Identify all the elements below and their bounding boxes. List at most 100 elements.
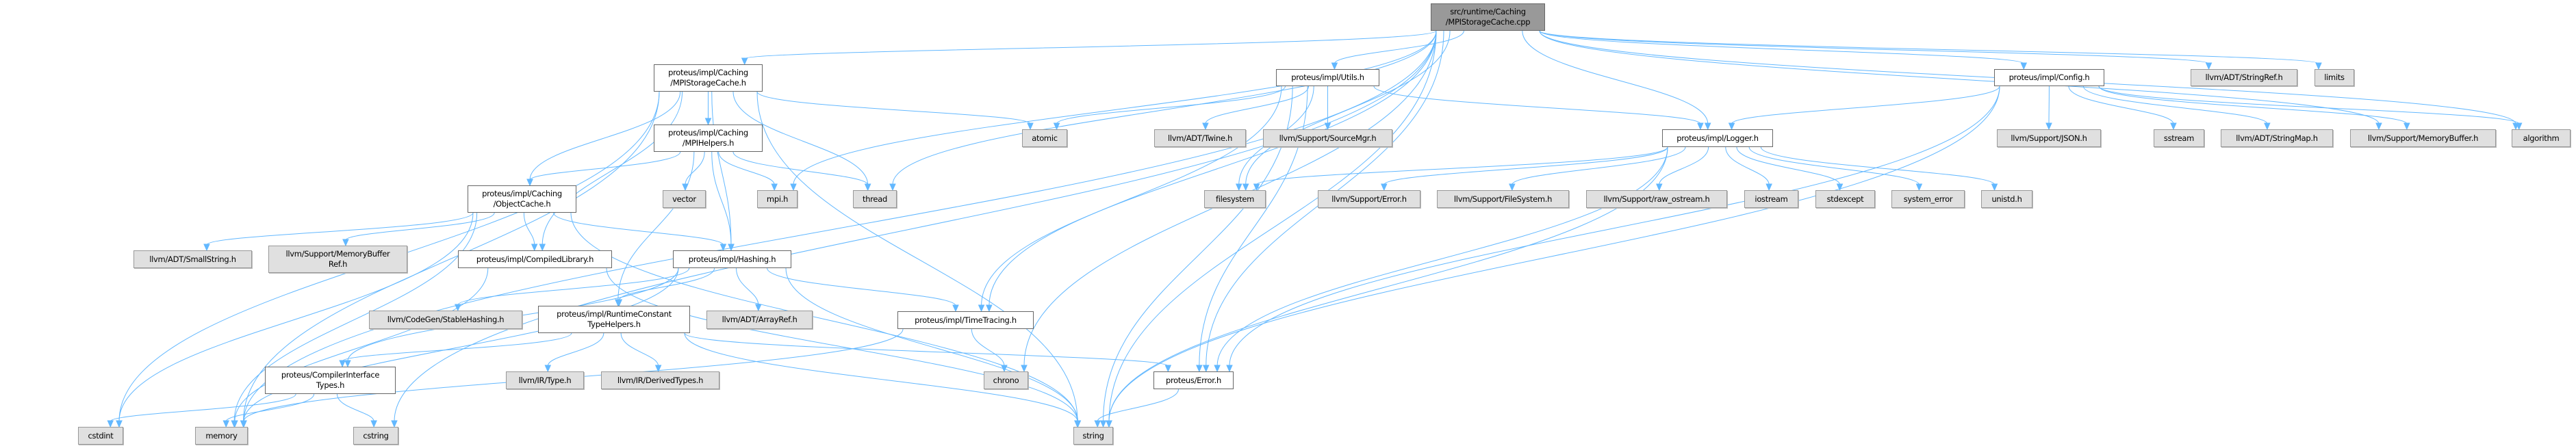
node-objectcache[interactable]: proteus/impl/Caching /ObjectCache.h [468, 185, 576, 213]
node-memory[interactable]: memory [195, 427, 248, 445]
node-rawostream[interactable]: llvm/Support/raw_ostream.h [1586, 190, 1727, 208]
arrowhead-logger-to-proteuserror [1214, 365, 1221, 373]
node-mpi[interactable]: mpi.h [757, 190, 798, 208]
edge-mpihelpers-to-thread [732, 151, 869, 185]
arrowhead-timetracing-to-memory [240, 420, 247, 428]
node-stringmap[interactable]: llvm/ADT/StringMap.h [2221, 129, 2333, 147]
arrowhead-utils-to-atomic [1053, 122, 1060, 131]
edge-rctypehelpers-to-compilertypes [342, 332, 572, 362]
edge-utils-to-proteuserror [1199, 86, 1308, 367]
arrowhead-utils-to-twine [1202, 122, 1209, 131]
node-sourcemgr[interactable]: llvm/Support/SourceMgr.h [1263, 129, 1392, 147]
arrowhead-compilertypes-to-cstdint [107, 420, 114, 428]
edge-objectcache-to-cstdint [118, 212, 474, 422]
node-compiledlib[interactable]: proteus/impl/CompiledLibrary.h [458, 250, 612, 268]
node-proteuserror[interactable]: proteus/Error.h [1153, 371, 1234, 389]
node-cstdint[interactable]: cstdint [78, 427, 123, 445]
node-hashing[interactable]: proteus/impl/Hashing.h [673, 250, 791, 268]
arrowhead-mpihelpers-to-hashing [728, 244, 735, 252]
node-sstream[interactable]: sstream [2154, 129, 2204, 147]
node-timetracing[interactable]: proteus/impl/TimeTracing.h [897, 311, 1034, 329]
node-atomic[interactable]: atomic [1022, 129, 1067, 147]
node-compilertypes[interactable]: proteus/CompilerInterface Types.h [265, 367, 396, 394]
node-stablehashing[interactable]: llvm/CodeGen/StableHashing.h [369, 311, 522, 329]
edge-config-to-stringmap [2082, 86, 2268, 124]
arrowhead-config-to-memorybuffer [2403, 122, 2410, 131]
edge-config-to-algorithm [2098, 86, 2520, 124]
node-utils[interactable]: proteus/impl/Utils.h [1276, 69, 1379, 86]
edge-cpp-to-logger [1522, 30, 1709, 124]
arrowhead-rctypehelpers-to-string [1074, 420, 1081, 428]
node-cpp[interactable]: src/runtime/Caching /MPIStorageCache.cpp [1431, 3, 1545, 31]
node-stdexcept[interactable]: stdexcept [1815, 190, 1875, 208]
node-unistd[interactable]: unistd.h [1981, 190, 2032, 208]
node-systemerror[interactable]: system_error [1891, 190, 1965, 208]
arrowhead-cpp-to-mpisc [741, 57, 748, 66]
edge-utils-to-logger [1373, 86, 1701, 124]
arrowhead-rctypehelpers-to-proteuserror [1164, 365, 1172, 373]
edge-mpisc-to-atomic [756, 91, 1031, 124]
arrowhead-hashing-to-rctypehelpers [615, 299, 623, 307]
edge-hashing-to-string [785, 267, 1079, 422]
node-twine[interactable]: llvm/ADT/Twine.h [1154, 129, 1246, 147]
node-algorithm[interactable]: algorithm [2512, 129, 2571, 147]
arrowhead-objectcache-to-hashing [719, 244, 727, 252]
node-cstring[interactable]: cstring [353, 427, 398, 445]
edge-cpp-to-memory [243, 30, 1437, 422]
arrowhead-cpp-to-chrono [1021, 365, 1028, 373]
edge-cpp-to-config [1539, 30, 2024, 64]
arrowhead-utils-to-sourcemgr [1324, 122, 1331, 131]
arrowhead-config-to-logger [1728, 122, 1735, 131]
edge-logger-to-unistd [1760, 146, 1995, 185]
edge-timetracing-to-chrono [971, 328, 1005, 367]
node-filesystem[interactable]: filesystem [1204, 190, 1266, 208]
node-json[interactable]: llvm/Support/JSON.h [1997, 129, 2101, 147]
node-config[interactable]: proteus/impl/Config.h [1994, 69, 2104, 86]
node-mpihelpers[interactable]: proteus/impl/Caching /MPIHelpers.h [654, 124, 763, 152]
node-vector[interactable]: vector [663, 190, 706, 208]
node-arrayref[interactable]: llvm/ADT/ArrayRef.h [706, 311, 813, 329]
edge-logger-to-filesystem [1256, 146, 1668, 185]
arrowhead-config-to-string [1106, 420, 1112, 428]
edge-compiledlib-to-memory [234, 267, 489, 422]
edge-rctypehelpers-to-proteuserror [684, 332, 1169, 367]
arrowhead-logger-to-llvmfs [1509, 183, 1516, 192]
node-rctypehelpers[interactable]: proteus/impl/RuntimeConstant TypeHelpers… [538, 306, 690, 333]
node-memorybuffer[interactable]: llvm/Support/MemoryBuffer.h [2350, 129, 2496, 147]
node-llvmfs[interactable]: llvm/Support/FileSystem.h [1437, 190, 1569, 208]
arrowhead-cpp-to-limits [2315, 62, 2322, 70]
node-logger[interactable]: proteus/impl/Logger.h [1662, 129, 1773, 147]
node-thread[interactable]: thread [853, 190, 897, 208]
arrowhead-cpp-to-timetracing [986, 304, 993, 313]
node-derivedtypes[interactable]: llvm/IR/DerivedTypes.h [601, 371, 719, 389]
edge-config-to-string [1108, 86, 2000, 422]
arrowhead-utils-to-proteuserror [1196, 365, 1203, 373]
edge-mpihelpers-to-rctypehelpers [617, 151, 695, 301]
arrowhead-cpp-to-filesystem [1242, 183, 1249, 192]
node-iostream[interactable]: iostream [1744, 190, 1798, 208]
edge-mpihelpers-to-mpi [718, 151, 775, 185]
node-stringref[interactable]: llvm/ADT/StringRef.h [2191, 69, 2297, 86]
edge-cpp-to-limits [1539, 30, 2319, 64]
edge-cpp-to-string [1108, 30, 1437, 422]
node-mpisc[interactable]: proteus/impl/Caching /MPIStorageCache.h [654, 64, 763, 92]
node-llvmerror[interactable]: llvm/Support/Error.h [1318, 190, 1420, 208]
node-smallstring[interactable]: llvm/ADT/SmallString.h [133, 250, 252, 268]
edge-config-to-logger [1731, 86, 2000, 124]
edge-rctypehelpers-to-string [684, 332, 1078, 422]
arrowhead-logger-to-iostream [1765, 183, 1772, 192]
node-memorybufferref[interactable]: llvm/Support/MemoryBuffer Ref.h [268, 246, 407, 273]
node-irtype[interactable]: llvm/IR/Type.h [506, 371, 584, 389]
arrowhead-logger-to-unistd [1991, 183, 1998, 192]
edge-utils-to-timetracing [981, 86, 1282, 306]
edge-objectcache-to-compiledlib [523, 212, 535, 246]
edge-logger-to-llvmerror [1383, 146, 1668, 185]
arrowhead-hashing-to-stablehashing [455, 304, 461, 312]
arrowhead-mpisc-to-atomic [1027, 122, 1034, 131]
node-chrono[interactable]: chrono [984, 371, 1028, 389]
edge-hashing-to-rctypehelpers [618, 267, 715, 301]
node-limits[interactable]: limits [2314, 69, 2354, 86]
edge-mpisc-to-thread [732, 91, 869, 185]
node-string[interactable]: string [1073, 427, 1113, 445]
